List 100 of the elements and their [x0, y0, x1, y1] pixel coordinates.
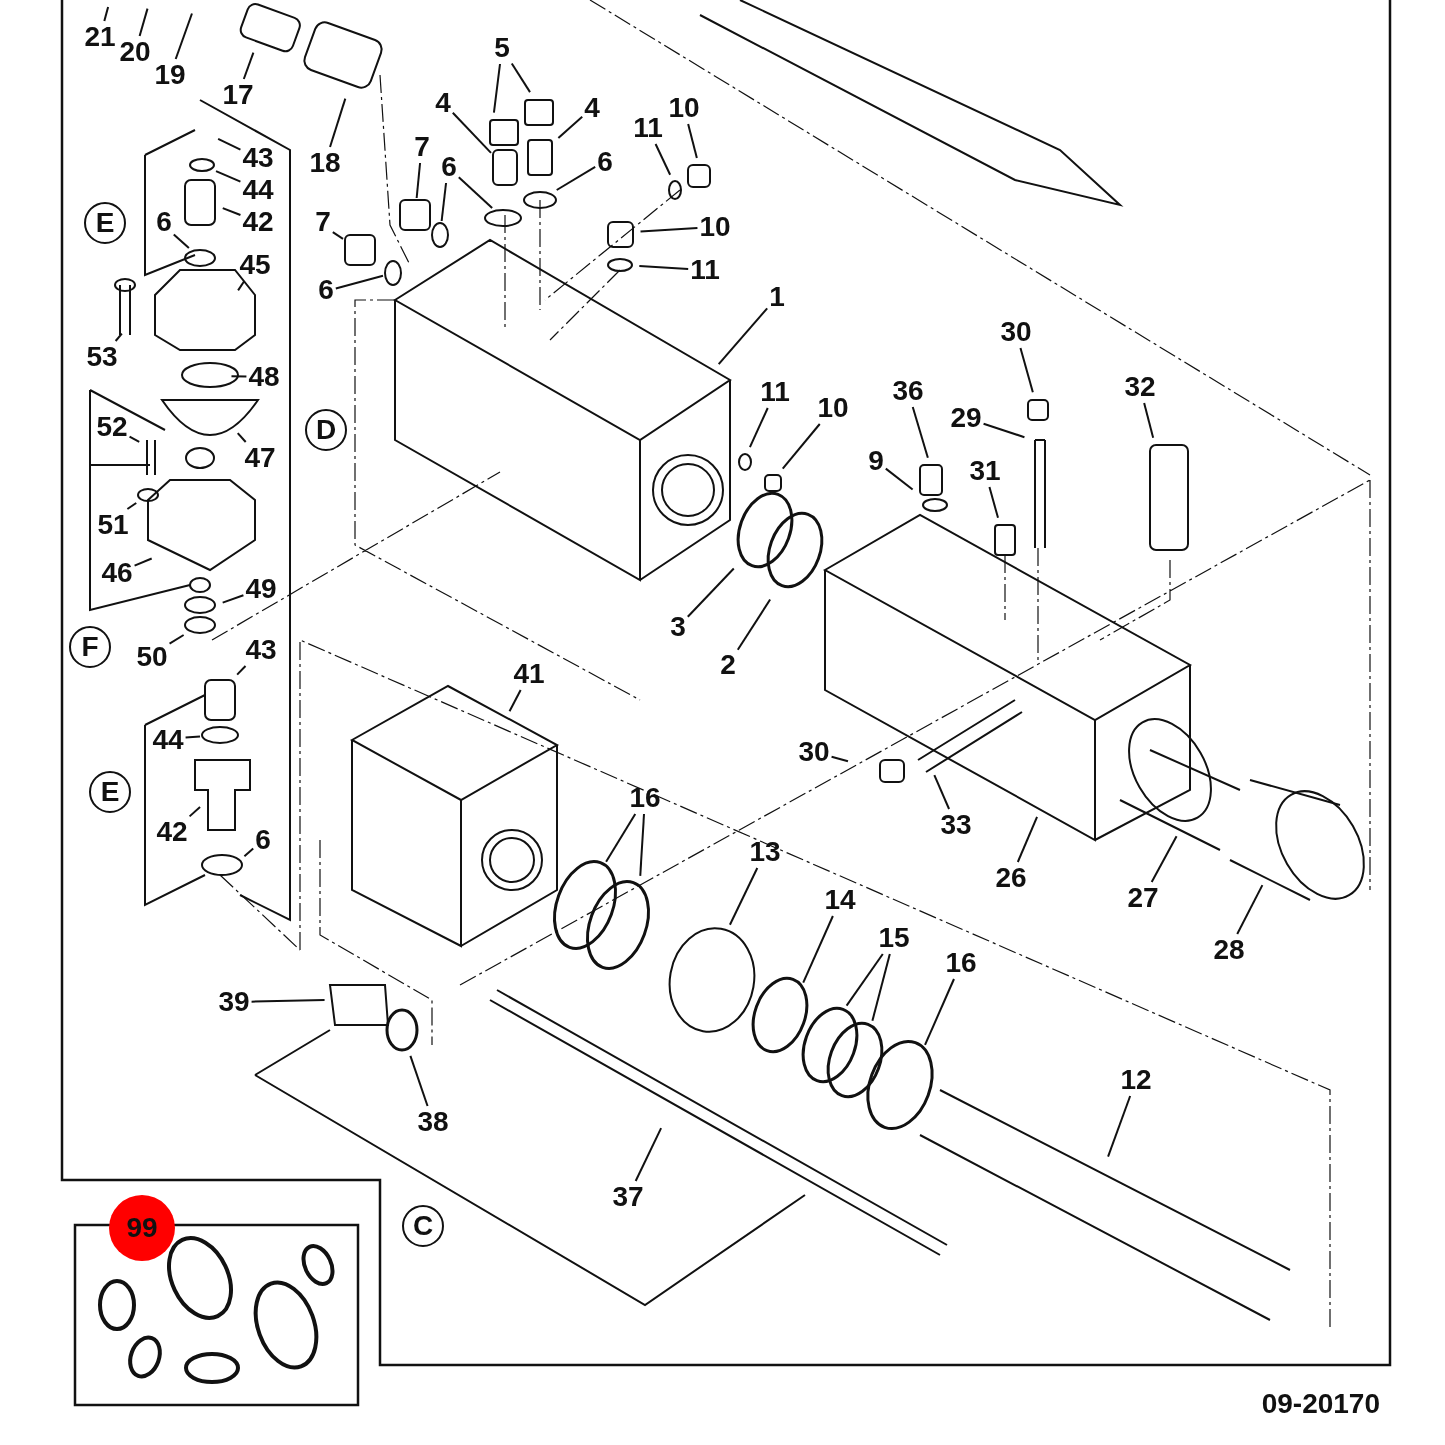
o-ring	[484, 209, 522, 227]
callout-number: 44	[242, 176, 274, 204]
leader-line	[172, 233, 190, 249]
leader-line	[451, 111, 492, 154]
leader-line	[845, 953, 884, 1007]
section-callout: F	[69, 626, 111, 668]
callout-number: 28	[1213, 936, 1245, 964]
callout-number: 42	[156, 818, 188, 846]
callout-number: 14	[824, 886, 856, 914]
callout-number: 32	[1124, 373, 1156, 401]
leader-line	[331, 231, 344, 240]
leader-line	[802, 915, 834, 984]
callout-number: 4	[584, 94, 600, 122]
section-callout: D	[305, 409, 347, 451]
leader-line	[188, 806, 202, 818]
callout-number: 30	[1000, 318, 1032, 346]
leader-line	[184, 735, 201, 739]
leader-line	[457, 176, 494, 209]
leader-line	[924, 978, 955, 1046]
leader-line	[174, 12, 193, 60]
leader-line	[440, 182, 448, 222]
leader-line	[634, 1127, 663, 1182]
leader-line	[138, 7, 149, 37]
fitting	[492, 149, 518, 186]
leader-line	[243, 847, 255, 858]
leader-line	[236, 432, 247, 443]
callout-number: 16	[629, 784, 661, 812]
leader-line	[830, 755, 849, 763]
leader-line	[242, 51, 255, 80]
o-ring	[137, 488, 159, 502]
leader-line	[654, 143, 672, 176]
callout-number: 7	[315, 208, 331, 236]
leader-line	[1107, 1095, 1132, 1158]
leader-line	[639, 813, 645, 877]
leader-line	[215, 170, 242, 183]
section-callout: E	[89, 771, 131, 813]
callout-number: 27	[1127, 884, 1159, 912]
callout-number: 12	[1120, 1066, 1152, 1094]
leader-line	[168, 634, 185, 645]
leader-line	[508, 689, 522, 713]
leader-line	[221, 594, 245, 604]
leader-line	[126, 502, 138, 510]
callout-number: 16	[945, 949, 977, 977]
callout-number: 10	[668, 94, 700, 122]
callout-number: 41	[513, 660, 545, 688]
leader-line	[114, 332, 123, 342]
leader-line	[557, 115, 584, 140]
callout-number: 51	[97, 511, 129, 539]
leader-line	[871, 953, 891, 1022]
callout-number: 47	[244, 444, 276, 472]
callout-number: 43	[245, 636, 277, 664]
callout-number: 11	[760, 378, 790, 406]
leader-line	[748, 407, 769, 449]
callout-number: 30	[798, 738, 830, 766]
leader-line	[686, 567, 735, 618]
leader-line	[605, 813, 637, 863]
callout-number: 42	[242, 208, 274, 236]
leader-line	[638, 264, 690, 270]
callout-number: 6	[156, 208, 172, 236]
leader-line	[982, 422, 1026, 439]
callout-number: 38	[417, 1108, 449, 1136]
leader-line	[555, 165, 597, 191]
o-ring	[184, 616, 216, 634]
kit-callout: 99	[109, 1195, 175, 1261]
callout-number: 2	[720, 651, 736, 679]
callout-number: 9	[868, 447, 884, 475]
fitting	[399, 199, 431, 231]
callout-number: 39	[218, 988, 250, 1016]
fitting	[344, 234, 376, 266]
leader-line	[128, 435, 141, 443]
leader-line	[736, 598, 772, 651]
callout-number: 48	[248, 363, 280, 391]
callout-number: 10	[817, 394, 849, 422]
callout-number: 7	[414, 133, 430, 161]
callout-number: 31	[969, 457, 1001, 485]
leader-line	[1143, 402, 1155, 439]
leader-line	[409, 1054, 429, 1107]
o-ring	[184, 249, 216, 267]
callout-number: 5	[494, 34, 510, 62]
leader-line	[933, 774, 951, 810]
leader-line	[334, 274, 384, 290]
section-callout: E	[84, 202, 126, 244]
callout-number: 6	[441, 153, 457, 181]
callout-number: 29	[950, 404, 982, 432]
callout-number: 43	[242, 144, 274, 172]
callout-number: 52	[96, 413, 128, 441]
callout-number: 4	[435, 89, 451, 117]
leader-line	[639, 227, 699, 233]
callout-number: 37	[612, 1183, 644, 1211]
leader-line	[103, 6, 110, 22]
o-ring	[431, 222, 449, 248]
section-callout: C	[402, 1205, 444, 1247]
leader-line	[717, 307, 769, 366]
o-ring	[201, 726, 239, 744]
callout-number: 10	[699, 213, 731, 241]
leader-line	[133, 557, 153, 567]
leader-line	[492, 63, 501, 114]
leader-line	[250, 999, 326, 1003]
drawing-number: 09-20170	[1261, 1388, 1380, 1420]
o-ring	[523, 191, 557, 209]
